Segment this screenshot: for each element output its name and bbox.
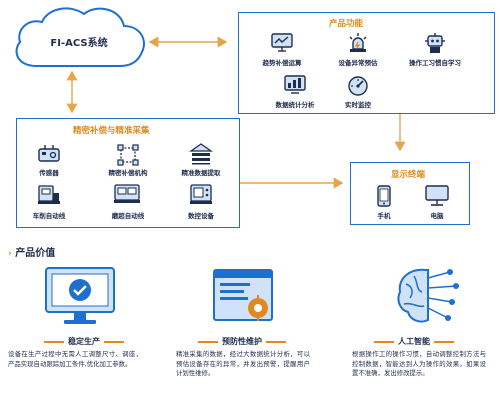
terminal-label-2: 电脑 bbox=[430, 212, 444, 220]
feature-label-1: 趋势补偿运算 bbox=[262, 59, 302, 67]
cloud-icon bbox=[15, 7, 145, 67]
feature-label-4: 数据统计分析 bbox=[275, 101, 315, 109]
compensation-mechanism-icon bbox=[117, 144, 139, 166]
divider-left bbox=[198, 340, 218, 343]
value-section-title: › 产品价值 bbox=[8, 244, 55, 259]
phone-icon bbox=[377, 185, 391, 207]
ai-brain-icon bbox=[392, 264, 464, 330]
maintenance-window-icon bbox=[212, 268, 278, 328]
precision-panel: 精密补偿与精准采集 传感器 精密补偿机构 精准数据提取 bbox=[16, 118, 240, 228]
value-desc-3: 根据操作工的操作习惯，自动调整控制方法与控制数据，智能达到人为操作的效果。如果设… bbox=[352, 350, 486, 378]
precision-label-4: 车削自动线 bbox=[32, 212, 66, 220]
computer-icon bbox=[425, 185, 449, 207]
chevron-right-icon: › bbox=[8, 249, 12, 259]
value-title-2: 预防性维护 bbox=[198, 336, 286, 347]
alarm-light-icon bbox=[347, 32, 369, 54]
trend-monitor-icon bbox=[271, 33, 293, 53]
divider-right bbox=[104, 340, 124, 343]
precision-label-2: 精密补偿机构 bbox=[108, 169, 148, 177]
lathe-icon bbox=[37, 183, 61, 205]
check-monitor-icon bbox=[44, 266, 116, 328]
value-title: 产品价值 bbox=[15, 248, 56, 259]
precision-label-5: 磨超自动线 bbox=[111, 212, 145, 220]
terminal-label-1: 手机 bbox=[377, 212, 391, 220]
cnc-icon bbox=[189, 183, 213, 205]
robot-icon bbox=[424, 32, 446, 54]
precision-label-1: 传感器 bbox=[39, 169, 59, 177]
cloud-label: FI-ACS系统 bbox=[50, 38, 108, 49]
features-title: 产品功能 bbox=[329, 19, 364, 29]
value-desc-1: 设备在生产过程中无需人工调整尺寸、调座，产品实现自动跟踪加工条件,优化加工参数。 bbox=[8, 350, 142, 368]
terminal-panel: 显示终端 手机 电脑 bbox=[350, 162, 470, 225]
terminal-title: 显示终端 bbox=[391, 170, 426, 180]
divider-right bbox=[434, 340, 454, 343]
features-panel: 产品功能 趋势补偿运算 设备异常预估 bbox=[238, 12, 495, 114]
precision-label-3: 精准数据提取 bbox=[181, 169, 221, 177]
feature-label-3: 操作工习惯自学习 bbox=[409, 59, 461, 67]
gauge-icon bbox=[347, 75, 369, 97]
feature-label-2: 设备异常预估 bbox=[338, 59, 378, 67]
divider-right bbox=[266, 340, 286, 343]
grinding-line-icon bbox=[113, 183, 141, 205]
data-screen-icon bbox=[284, 75, 306, 95]
data-extract-icon bbox=[189, 143, 213, 165]
precision-label-6: 数控设备 bbox=[188, 212, 214, 220]
cloud-system: FI-ACS系统 bbox=[8, 4, 150, 72]
value-desc-2: 精准采集的数据，经过大数据统计分析，可以预估设备存在的异常，并发出预警，提醒用户… bbox=[176, 350, 310, 378]
divider-left bbox=[374, 340, 394, 343]
precision-title: 精密补偿与精准采集 bbox=[73, 126, 150, 136]
value-title-1: 稳定生产 bbox=[44, 336, 124, 347]
value-title-3: 人工智能 bbox=[374, 336, 454, 347]
feature-label-5: 实时监控 bbox=[345, 101, 371, 109]
sensor-icon bbox=[37, 144, 61, 164]
connector-layer bbox=[66, 36, 406, 189]
divider-left bbox=[44, 340, 64, 343]
